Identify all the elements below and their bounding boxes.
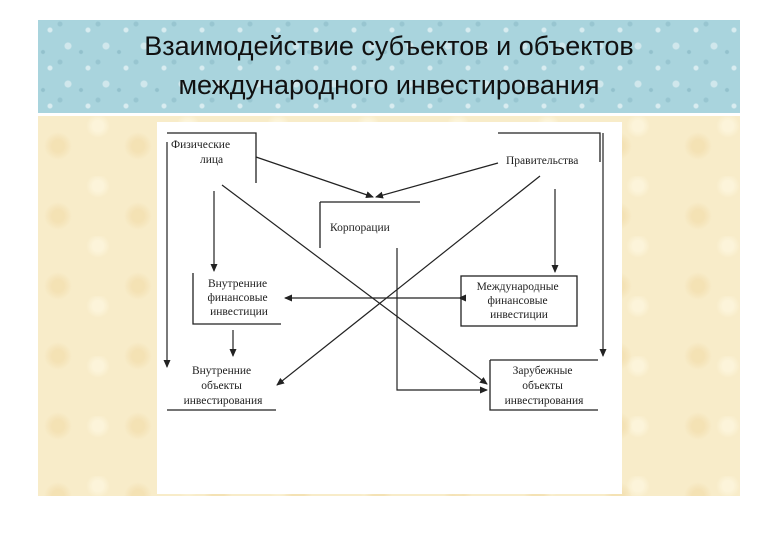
title-line-2: международного инвестирования: [178, 70, 600, 100]
slide-title: Взаимодействие субъектов и объектов межд…: [38, 27, 740, 105]
node-domfin-bracket: [192, 273, 281, 325]
node-domfin-label: Внутренние финансовые инвестиции: [207, 278, 270, 318]
edge-gov-corp: [375, 162, 499, 199]
title-band: [38, 20, 740, 113]
edge-corp-forobj: [396, 248, 488, 394]
node-corp-label: Корпорации: [330, 222, 390, 234]
edge-gov-domobj: [276, 175, 541, 386]
node-forobj-bracket: [489, 359, 598, 411]
node-gov-bracket: [498, 132, 601, 162]
node-domobj-label: Внутренние объекты инвестирования: [184, 365, 264, 407]
node-intfin-label: Международные финансовые инвестиции: [477, 281, 562, 321]
node-gov-label: Правительства: [506, 155, 578, 167]
edge-phys-forobj: [221, 184, 488, 385]
diagram-panel: [157, 122, 622, 494]
node-forobj-label: Зарубежные объекты инвестирования: [505, 365, 585, 407]
node-corp-bracket: [319, 201, 420, 248]
node-phys-label: Физические лица: [171, 139, 233, 166]
title-line-1: Взаимодействие субъектов и объектов: [144, 31, 634, 61]
node-phys-bracket: [167, 132, 257, 183]
edge-phys-corp: [255, 156, 374, 199]
